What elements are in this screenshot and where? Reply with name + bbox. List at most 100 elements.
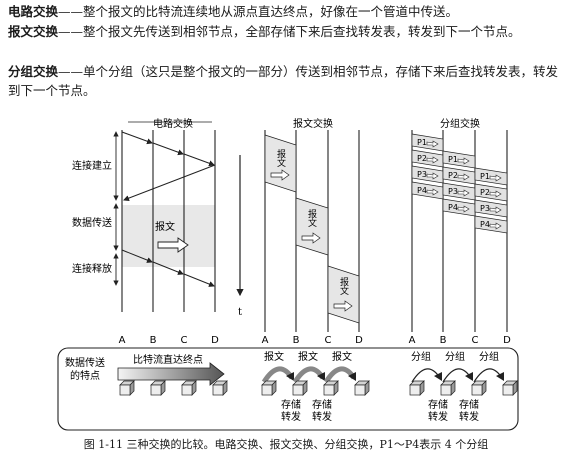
message-bottom-label: 报文 <box>332 350 352 363</box>
network-node-cube <box>502 380 518 396</box>
hop-arrow <box>261 366 295 384</box>
network-node-cube <box>150 380 166 396</box>
packet-panel-title: 分组交换 <box>440 117 480 130</box>
node-label: D <box>211 335 219 346</box>
network-node-cube <box>261 380 277 396</box>
packet-bottom-label: 分组 <box>445 350 465 363</box>
hop-arrow <box>323 366 357 384</box>
hop-arrow <box>473 368 504 383</box>
message-bottom-label: 报文 <box>264 350 284 363</box>
network-node-cube <box>119 380 135 396</box>
hop-arrow <box>411 368 442 383</box>
packet-store-label: 存储 <box>459 398 479 411</box>
message-panel-title: 报文交换 <box>293 117 333 130</box>
hop-arrow <box>292 366 326 384</box>
node-label: C <box>181 335 188 346</box>
node-label: D <box>355 335 363 346</box>
packet-label: P2 <box>480 188 490 197</box>
circuit-message-label: 报文 <box>155 220 175 233</box>
figure-caption: 图 1-11 三种交换的比较。电路交换、报文交换、分组交换，P1～P4表示 4 … <box>83 438 489 451</box>
network-node-cube <box>471 380 487 396</box>
feature-label-line1: 数据传送 <box>65 356 105 369</box>
phase-label-setup: 连接建立 <box>72 159 112 172</box>
network-node-cube <box>354 380 370 396</box>
message-forward-label: 转发 <box>312 410 332 423</box>
svg-text:报文: 报文 <box>275 148 286 168</box>
network-node-cube <box>181 380 197 396</box>
packet-label: P1 <box>480 172 490 181</box>
packet-label: P2 <box>448 171 458 180</box>
network-node-cube <box>323 380 339 396</box>
node-label: A <box>119 335 126 346</box>
circuit-nodes-row <box>119 380 228 396</box>
circuit-node-lines <box>121 130 216 312</box>
node-label: B <box>150 335 157 346</box>
message-store-label: 存储 <box>281 398 301 411</box>
packet-label: P4 <box>480 220 490 229</box>
packet-label: P3 <box>417 170 427 179</box>
message-hop-3: 报文 <box>327 265 360 324</box>
packet-p3: P3 <box>442 182 476 201</box>
packet-p4: P4 <box>411 181 444 200</box>
packet-bottom-label: 分组 <box>479 350 499 363</box>
node-labels: A B C D A B C D A B C D <box>119 335 512 346</box>
message-switching-term: 报文交换 <box>8 24 59 39</box>
packet-p2: P2 <box>442 166 476 185</box>
circuit-switching-text: ——整个报文的比特流连续地从源点直达终点，好像在一个管道中传送。 <box>58 4 459 19</box>
connection-setup-arrows <box>121 131 216 202</box>
network-node-cube <box>440 380 456 396</box>
message-hop-1: 报文 <box>264 134 297 193</box>
message-hop-arrows <box>261 366 357 384</box>
node-label: B <box>440 335 447 346</box>
packet-label: P4 <box>448 203 458 212</box>
packet-store-label: 存储 <box>428 398 448 411</box>
circuit-bitstream-arrow <box>117 362 225 386</box>
packet-p4: P4 <box>442 198 476 217</box>
packet-label: P4 <box>417 186 427 195</box>
circuit-switching-paragraph: 电路交换——整个报文的比特流连续地从源点直达终点，好像在一个管道中传送。 <box>8 2 564 21</box>
packet-label: P3 <box>448 187 458 196</box>
packet-label: P3 <box>480 204 490 213</box>
packet-p4: P4 <box>474 215 508 234</box>
node-label: C <box>472 335 479 346</box>
message-switching-text: ——整个报文先传送到相邻节点，全部存储下来后查找转发表，转发到下一个节点。 <box>58 24 521 39</box>
node-label: C <box>325 335 332 346</box>
feature-label-line2: 的特点 <box>70 369 100 382</box>
packet-p2: P2 <box>474 183 508 202</box>
packet-forward-label: 转发 <box>459 410 479 423</box>
packet-label: P2 <box>417 154 427 163</box>
svg-text:报文: 报文 <box>338 276 349 296</box>
message-nodes-row <box>261 380 370 396</box>
packet-forward-label: 转发 <box>428 410 448 423</box>
packet-switching-paragraph: 分组交换——单个分组（这只是整个报文的一部分）传送到相邻节点，存储下来后查找转发… <box>8 62 564 100</box>
packet-label: P1 <box>448 155 458 164</box>
packet-hop-arrows <box>411 368 504 383</box>
node-label: B <box>293 335 300 346</box>
packet-p1: P1 <box>474 167 508 186</box>
circuit-message-arrow <box>157 237 189 253</box>
node-label: A <box>409 335 416 346</box>
packet-p1: P1 <box>442 150 476 169</box>
svg-text:报文: 报文 <box>306 208 317 228</box>
packet-nodes-row <box>409 380 518 396</box>
circuit-switching-term: 电路交换 <box>8 4 59 19</box>
packet-switching-text: ——单个分组（这只是整个报文的一部分）传送到相邻节点，存储下来后查找转发表，转发… <box>8 64 559 98</box>
circuit-data-region <box>122 205 215 267</box>
packet-p3: P3 <box>474 199 508 218</box>
packet-switching-term: 分组交换 <box>8 64 59 79</box>
circuit-panel-title: 电路交换 <box>153 117 193 130</box>
time-axis-label: t <box>238 307 242 318</box>
message-blocks: 报文 报文 报文 <box>264 134 360 324</box>
network-node-cube <box>292 380 308 396</box>
connection-release-arrows <box>121 249 215 287</box>
node-label: A <box>262 335 269 346</box>
network-node-cube <box>409 380 425 396</box>
packet-p3: P3 <box>411 165 444 184</box>
phase-label-transfer: 数据传送 <box>72 216 112 229</box>
circuit-bitstream-label: 比特流直达终点 <box>133 353 203 366</box>
message-store-label: 存储 <box>312 398 332 411</box>
hop-arrow <box>442 368 473 383</box>
message-switching-paragraph: 报文交换——整个报文先传送到相邻节点，全部存储下来后查找转发表，转发到下一个节点… <box>8 22 564 41</box>
